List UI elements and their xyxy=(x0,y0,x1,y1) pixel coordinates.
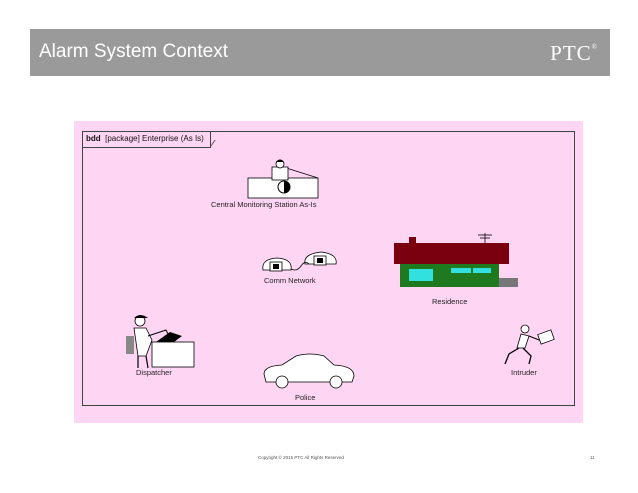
slide-title: Alarm System Context xyxy=(39,41,228,62)
bdd-frame xyxy=(82,131,575,406)
frame-label: [package] Enterprise (As Is) xyxy=(105,134,204,143)
dispatcher-icon[interactable] xyxy=(126,314,196,369)
logo-text: PTC xyxy=(550,41,592,65)
logo-mark: ® xyxy=(591,43,598,51)
house-icon[interactable] xyxy=(392,231,518,289)
copyright-text: Copyright © 2015 PTC All Rights Reserved xyxy=(258,455,344,460)
slide-header: Alarm System Context PTC® xyxy=(30,29,610,76)
block-label: Dispatcher xyxy=(136,368,172,377)
block-label: Intruder xyxy=(511,368,537,377)
monitoring-station-icon[interactable] xyxy=(246,158,320,200)
block-label: Central Monitoring Station As-Is xyxy=(211,200,317,209)
block-label: Police xyxy=(295,393,316,402)
block-label: Comm Network xyxy=(264,276,316,285)
frame-kind: bdd xyxy=(86,134,101,143)
ptc-logo: PTC® xyxy=(550,41,598,66)
car-icon[interactable] xyxy=(262,352,356,389)
frame-header: bdd [package] Enterprise (As Is) xyxy=(82,131,211,148)
block-label: Residence xyxy=(432,297,468,306)
running-person-icon[interactable] xyxy=(503,324,555,366)
telephone-icon[interactable] xyxy=(261,248,339,278)
page-number: 11 xyxy=(590,455,595,460)
